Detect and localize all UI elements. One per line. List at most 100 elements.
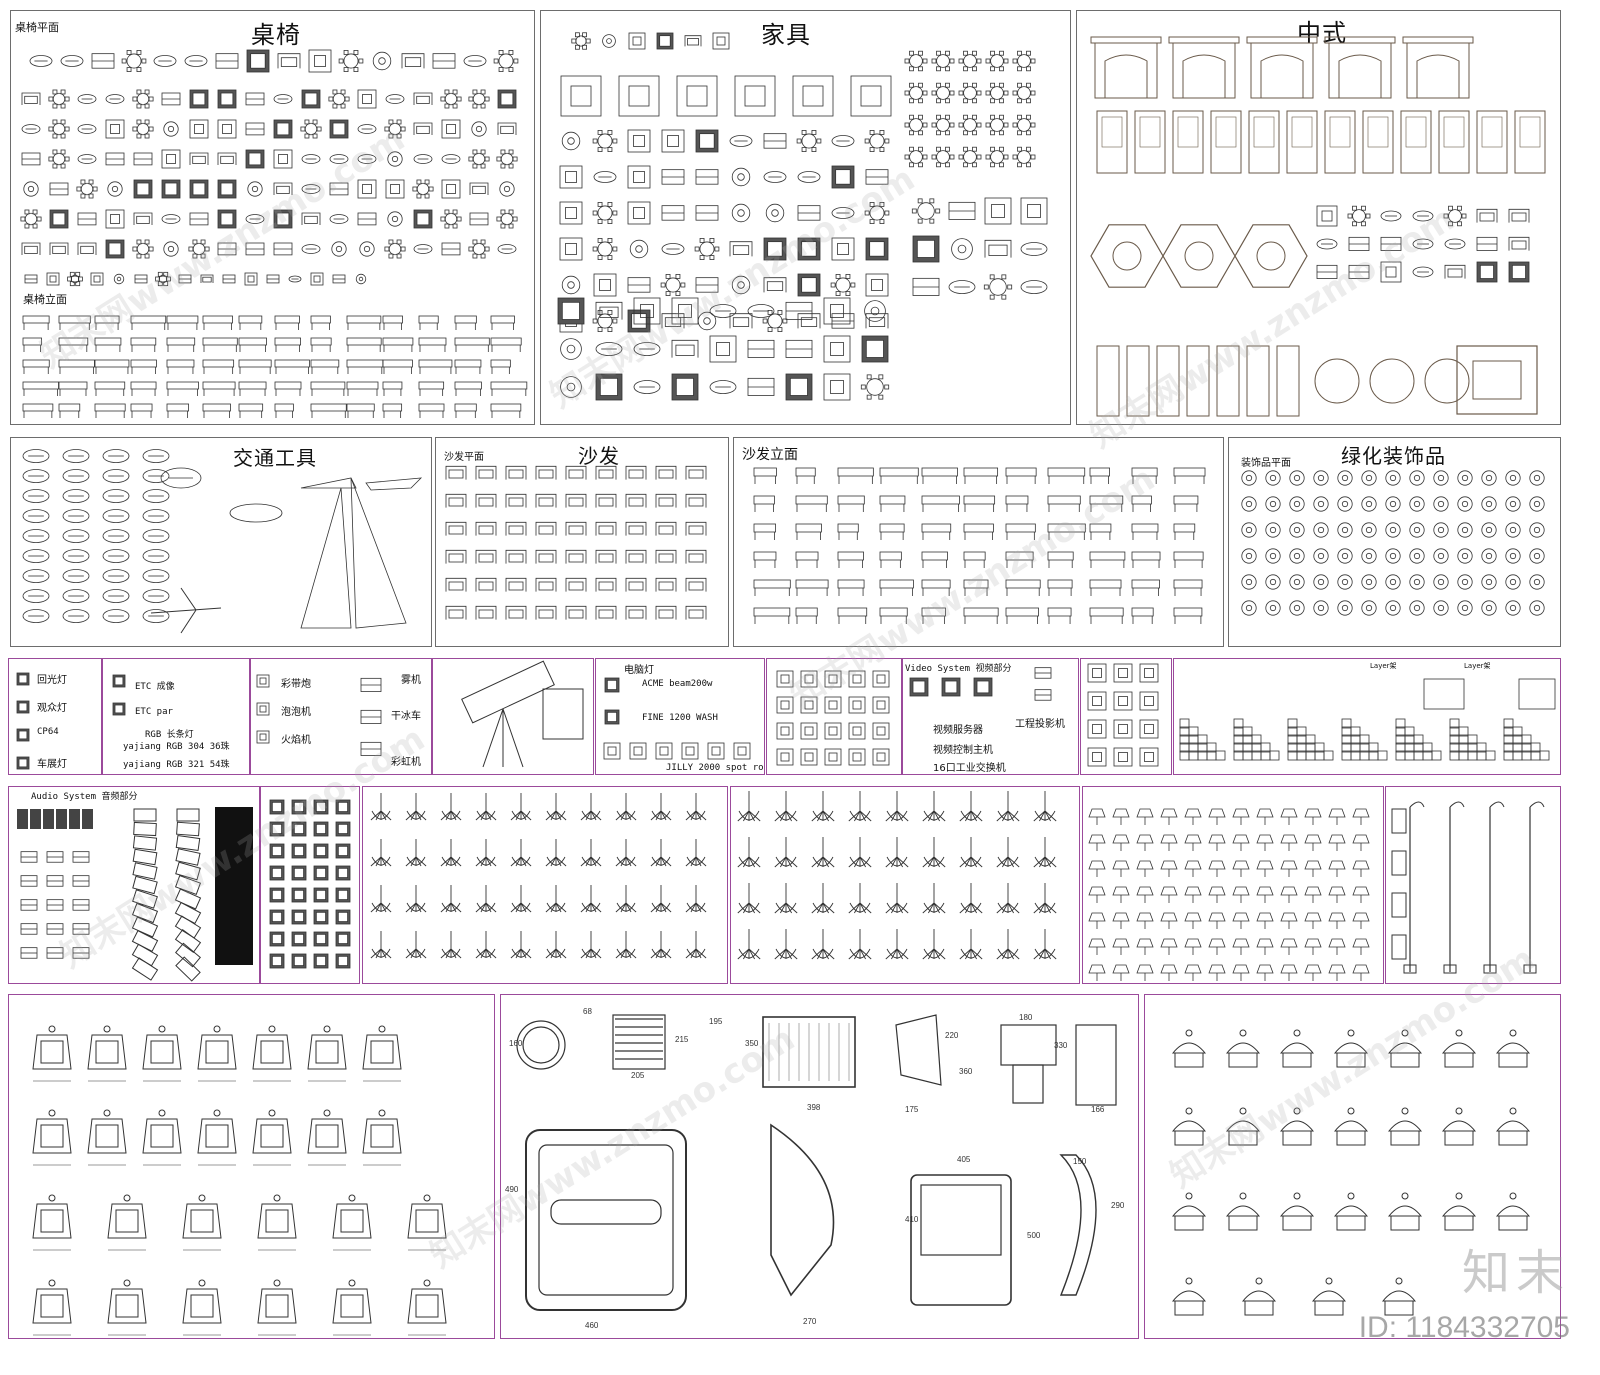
panel-title: 桌椅 — [251, 21, 301, 49]
panel-title: 绿化装饰品 — [1341, 444, 1446, 468]
label: 彩虹机 — [391, 757, 421, 768]
panel-transport: 交通工具 — [10, 437, 432, 647]
decor-plan-label: 装饰品平面 — [1241, 458, 1291, 469]
panel-effects: 彩带炮 雾机 泡泡机 干冰车 火焰机 彩虹机 — [250, 658, 432, 775]
truss-stage-drawings — [1179, 678, 1556, 761]
mixer-rack-icons — [269, 799, 351, 969]
panel-title: 电脑灯 — [624, 665, 654, 676]
stage-light-icons — [16, 672, 30, 770]
panel-truss: Layer架 Layer架 — [1173, 658, 1561, 775]
panel-greenery: 绿化装饰品 装饰品平面 — [1228, 437, 1561, 647]
follow-spot-drawing — [461, 660, 584, 768]
panel-sofa-elevation: 沙发立面 — [733, 437, 1224, 647]
sofa-plan-label: 沙发平面 — [444, 452, 484, 463]
label: CP64 — [37, 727, 59, 737]
dim-label: 460 — [585, 1321, 599, 1330]
speaker-array-icons — [17, 807, 253, 982]
panel-downlights — [8, 994, 495, 1339]
panel-computer-lights: 电脑灯 ACME beam200w FINE 1200 WASH JILLY 2… — [595, 658, 765, 775]
label: ACME beam200w — [642, 679, 713, 689]
panel-title: 沙发 — [578, 444, 620, 468]
dim-label: 180 — [1019, 1013, 1033, 1022]
table-chair-symbols — [20, 49, 528, 418]
dim-label: 205 — [631, 1071, 645, 1080]
label: RGB 长条灯 — [145, 730, 194, 740]
panel-wall-lamps — [1082, 786, 1384, 984]
label: 彩带炮 — [281, 679, 311, 690]
floodlight-drawings — [516, 1014, 1117, 1311]
dim-label: 360 — [959, 1067, 973, 1076]
chinese-style-symbols — [1090, 36, 1546, 417]
panel-furniture: 家具 — [540, 10, 1071, 425]
street-lamp-icons — [1391, 801, 1545, 974]
panel-floodlights: 160 68 215 205 195 350 398 220 360 175 1… — [500, 994, 1139, 1339]
label: ETC par — [135, 707, 173, 717]
panel-follow-spot — [432, 658, 594, 775]
panel-chandeliers-b — [730, 786, 1080, 984]
panel-led-screens — [1080, 658, 1172, 775]
video-equipment-icons — [909, 667, 1052, 701]
furniture-symbols — [557, 32, 1048, 401]
label: 干冰车 — [391, 711, 421, 722]
moving-head-icons — [603, 677, 751, 760]
dim-label: 195 — [709, 1017, 723, 1026]
dim-label: 490 — [505, 1185, 519, 1194]
panel-chinese: 中式 — [1076, 10, 1561, 425]
panel-title: 中式 — [1297, 19, 1347, 47]
image-id: ID: 1184332705 — [1358, 1311, 1570, 1344]
dim-label: 500 — [1027, 1231, 1041, 1240]
panel-title: 沙发立面 — [742, 447, 798, 463]
label: 观众灯 — [37, 703, 67, 714]
label: 16口工业交换机 — [933, 763, 1006, 774]
plant-decor-symbols — [1241, 470, 1545, 616]
label: 雾机 — [401, 675, 421, 686]
dim-label: 405 — [957, 1155, 971, 1164]
dim-label: 175 — [905, 1105, 919, 1114]
dim-label: 270 — [803, 1317, 817, 1326]
label: 回光灯 — [37, 675, 67, 686]
chandelier-icons — [737, 791, 1057, 960]
panel-title: Video System 视频部分 — [905, 664, 1012, 674]
sofa-plan-symbols — [445, 465, 707, 620]
led-screen-icons — [1087, 663, 1159, 767]
panel-etc-lights: ETC 成像 ETC par RGB 长条灯 yajiang RGB 304 3… — [102, 658, 250, 775]
moving-head-icons — [776, 670, 890, 766]
dim-label: 150 — [1073, 1157, 1087, 1166]
label: yajiang RGB 304 36珠 — [123, 742, 230, 752]
panel-title: 交通工具 — [233, 446, 317, 470]
label: 车展灯 — [37, 759, 67, 770]
elevation-label: 桌椅立面 — [23, 293, 67, 306]
panel-chandeliers-a — [362, 786, 728, 984]
panel-moving-heads — [766, 658, 902, 775]
downlight-elevations — [32, 1025, 447, 1336]
label: 泡泡机 — [281, 707, 311, 718]
dim-label: 160 — [509, 1039, 523, 1048]
label: Layer架 — [1464, 662, 1491, 670]
dim-label: 166 — [1091, 1105, 1105, 1114]
label: 视频控制主机 — [933, 745, 993, 756]
dim-label: 220 — [945, 1031, 959, 1040]
label: ETC 成像 — [135, 682, 175, 692]
label: yajiang RGB 321 54珠 — [123, 760, 230, 770]
dim-label: 350 — [745, 1039, 759, 1048]
dim-label: 290 — [1111, 1201, 1125, 1210]
chandelier-icons — [370, 793, 707, 959]
dim-label: 398 — [807, 1103, 821, 1112]
panel-video: Video System 视频部分 视频服务器 视频控制主机 16口工业交换机 … — [902, 658, 1079, 775]
spotlight-elevations — [1171, 1029, 1531, 1316]
label: 视频服务器 — [933, 725, 983, 736]
label: JILLY 2000 spot robe — [666, 763, 765, 773]
label: 工程投影机 — [1015, 719, 1065, 730]
plan-label: 桌椅平面 — [15, 21, 59, 34]
lamp-icons — [1088, 808, 1370, 981]
label: 火焰机 — [281, 735, 311, 746]
dim-label: 215 — [675, 1035, 689, 1044]
sofa-elevation-symbols — [753, 467, 1206, 624]
panel-title: 家具 — [761, 21, 811, 49]
panel-audio-mixer — [260, 786, 360, 984]
brand-logo: 知末 — [1461, 1245, 1570, 1301]
panel-spotlights — [1144, 994, 1561, 1339]
dim-label: 330 — [1054, 1041, 1068, 1050]
effect-machine-icons — [256, 674, 382, 756]
dim-label: 410 — [905, 1215, 919, 1224]
